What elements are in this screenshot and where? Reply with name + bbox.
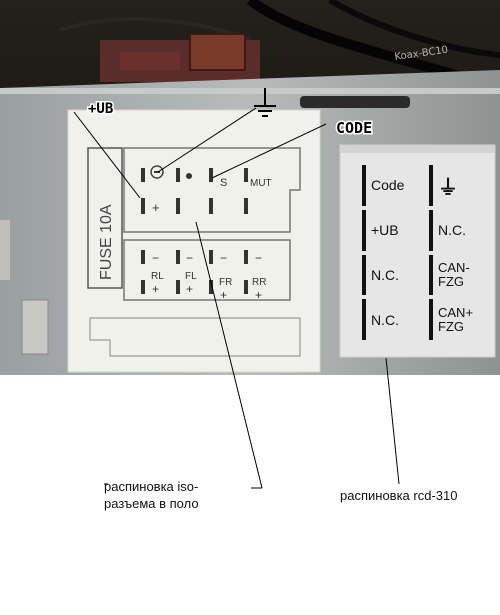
pin-cell-ground: ⏚	[429, 165, 490, 206]
pin-cell-code: Code	[362, 165, 423, 206]
plus-fr: +	[220, 288, 227, 302]
plus-fl: +	[186, 282, 193, 296]
label-fl: FL	[185, 271, 197, 282]
pin-plus: +	[152, 200, 160, 215]
code-annotation: CODE	[335, 118, 374, 139]
minus-rr: −	[255, 251, 262, 265]
rcd310-pin-grid: Code ⏚ +UB N.C. N.C. CAN- FZG N.C. CAN+ …	[362, 165, 490, 340]
pin-cell-can-minus: CAN- FZG	[429, 254, 490, 296]
label-fr: FR	[219, 277, 232, 288]
minus-fl: −	[186, 251, 193, 265]
plus-rl: +	[152, 282, 159, 296]
fuse-box	[87, 147, 123, 289]
pin-cell-nc-1: N.C.	[429, 209, 490, 251]
svg-text:CODE: CODE	[336, 119, 372, 137]
pin-cell-nc-3: N.C.	[362, 299, 423, 340]
svg-text:+UB: +UB	[88, 101, 113, 117]
rcd310-pinout-caption: распиновка rcd-310	[340, 488, 458, 503]
radio-photo: Koax-BC10 FUSE 10A S MUT	[0, 0, 500, 375]
pinout-label	[67, 109, 321, 373]
iso-connector-bottom	[123, 239, 291, 301]
label-rr: RR	[252, 277, 266, 288]
plus-rr: +	[255, 288, 262, 302]
pin-s: S	[220, 177, 227, 189]
pin-cell-ub: +UB	[362, 209, 423, 251]
pin-cell-nc-2: N.C.	[362, 254, 423, 296]
pin-mut: MUT	[250, 178, 272, 189]
fuse-label: FUSE 10A	[98, 204, 115, 280]
minus-rl: −	[152, 251, 159, 265]
label-rl: RL	[151, 271, 164, 282]
iso-pinout-caption: распиновка iso- разъема в поло	[104, 479, 199, 511]
ground-icon	[254, 88, 276, 117]
pin-cell-can-plus: CAN+ FZG	[429, 299, 490, 340]
iso-connector-top	[123, 147, 301, 233]
ub-annotation: +UB	[87, 100, 115, 119]
minus-fr: −	[220, 251, 227, 265]
